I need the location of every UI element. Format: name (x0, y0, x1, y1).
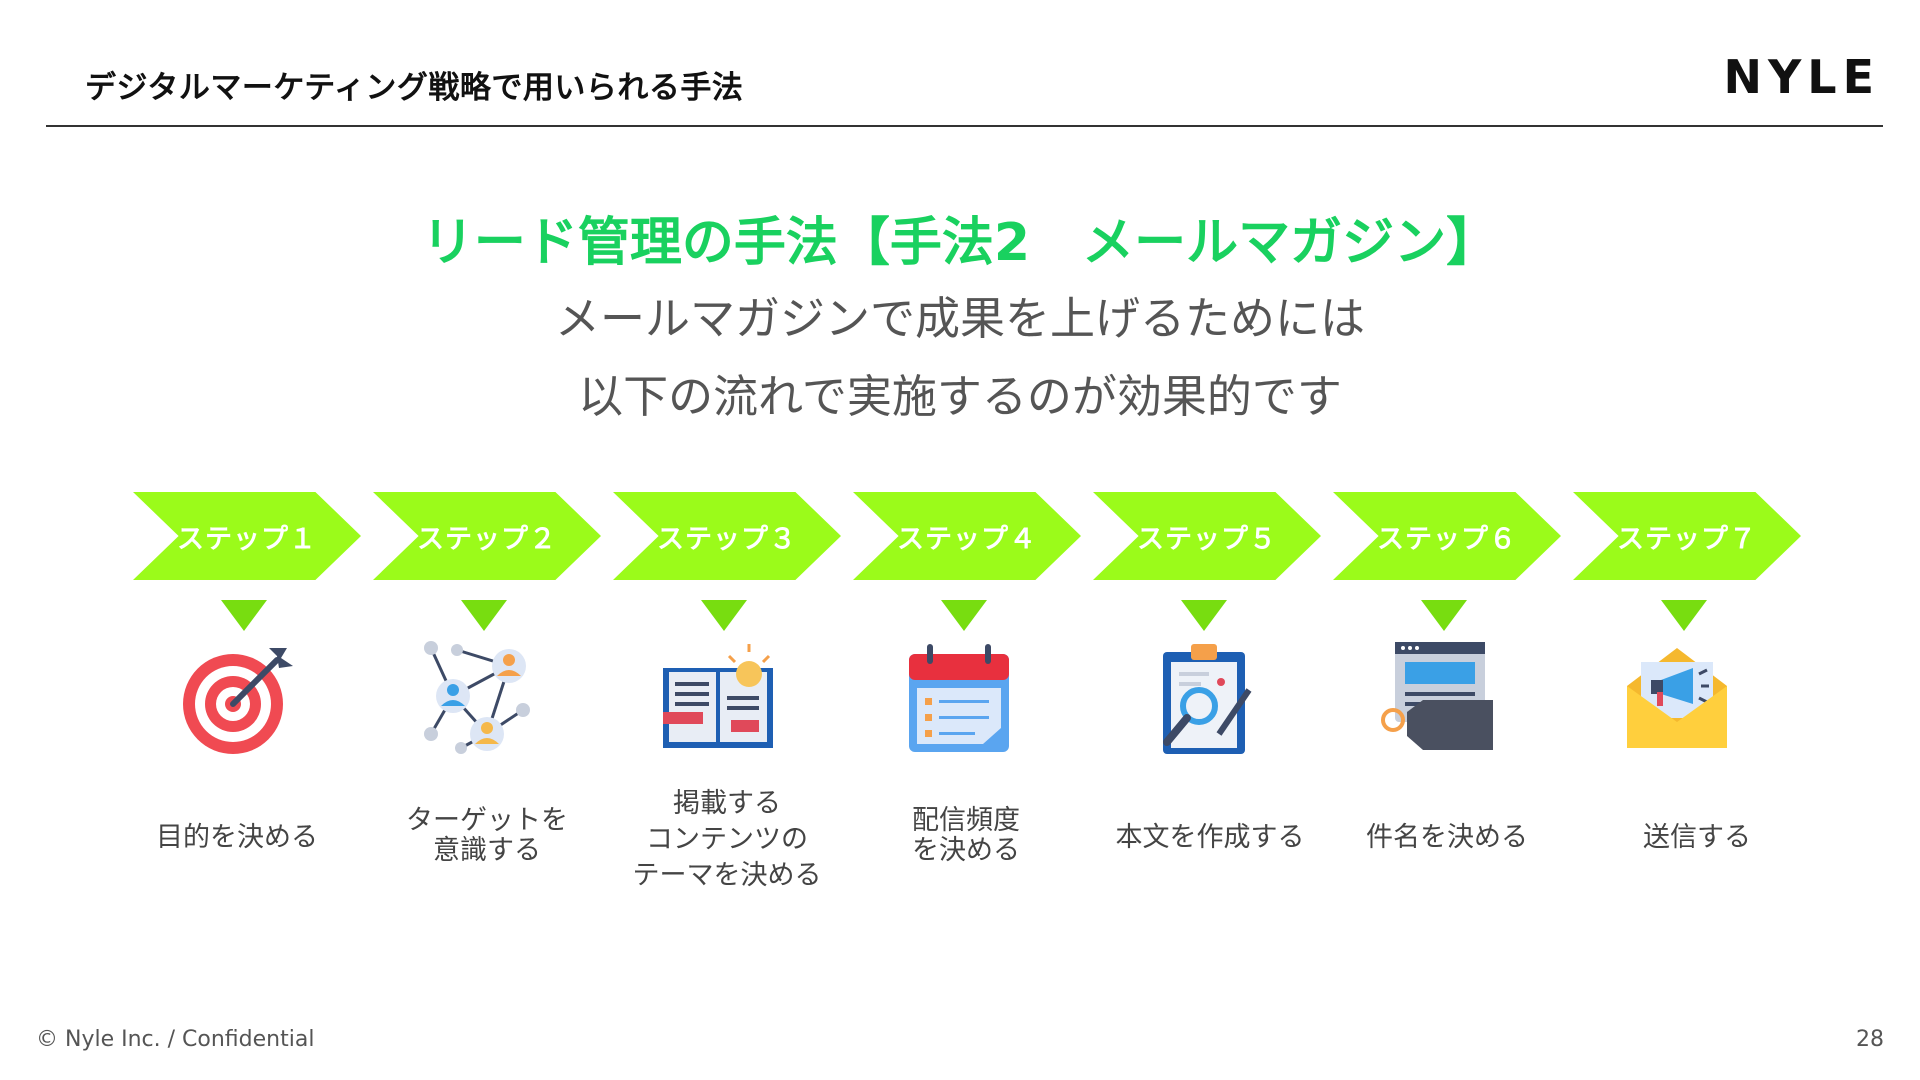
step-label: ステップ７ (1617, 523, 1757, 555)
page-title: デジタルマーケティング戦略で用いられる手法 (85, 70, 744, 106)
slide-headline: リード管理の手法【手法2 メールマガジン】 (421, 213, 1499, 273)
page-number: 28 (1856, 1027, 1884, 1052)
footer-copyright: © Nyle Inc. / Confidential (36, 1027, 315, 1052)
step-caption-7: 送信する (1643, 822, 1751, 853)
network-people-icon (424, 641, 530, 754)
step-chevron-7: ステップ７ (1573, 492, 1801, 580)
envelope-megaphone-icon (1627, 648, 1727, 748)
down-arrow-icon (1661, 600, 1707, 631)
down-arrow-icon (221, 600, 267, 631)
step-label: ステップ５ (1137, 523, 1277, 555)
clipboard-search-icon (1163, 644, 1252, 754)
down-arrow-icon (1421, 600, 1467, 631)
step-chevron-4: ステップ４ (853, 492, 1081, 580)
down-arrow-icon (941, 600, 987, 631)
calendar-icon (909, 644, 1009, 752)
webpage-tag-icon (1381, 642, 1493, 750)
step-caption-5: 本文を作成する (1115, 822, 1305, 853)
down-arrow-icon (1181, 600, 1227, 631)
header-divider (46, 125, 1883, 127)
subheading-line-1: メールマガジンで成果を上げるためには (554, 292, 1365, 345)
step-caption-4: 配信頻度 を決める (912, 805, 1020, 866)
step-caption-1: 目的を決める (156, 822, 318, 853)
step-label: ステップ２ (417, 523, 557, 555)
step-label: ステップ４ (897, 523, 1037, 555)
subheading-line-2: 以下の流れで実施するのが効果的です (578, 370, 1342, 423)
step-label: ステップ６ (1377, 523, 1517, 555)
step-label: ステップ１ (177, 523, 317, 555)
step-chevron-1: ステップ１ (133, 492, 361, 580)
step-chevron-2: ステップ２ (373, 492, 601, 580)
down-arrow-icon (461, 600, 507, 631)
step-chevron-5: ステップ５ (1093, 492, 1321, 580)
book-idea-icon (663, 644, 773, 748)
down-arrow-icon (701, 600, 747, 631)
step-label: ステップ３ (657, 523, 797, 555)
step-chevron-3: ステップ３ (613, 492, 841, 580)
step-caption-2: ターゲットを 意識する (406, 805, 568, 866)
target-icon (183, 648, 293, 754)
step-caption-6: 件名を決める (1366, 822, 1528, 853)
step-chevron-6: ステップ６ (1333, 492, 1561, 580)
nyle-logo: NYLE (1723, 50, 1880, 104)
step-caption-3: 掲載する コンテンツの テーマを決める (632, 788, 822, 891)
